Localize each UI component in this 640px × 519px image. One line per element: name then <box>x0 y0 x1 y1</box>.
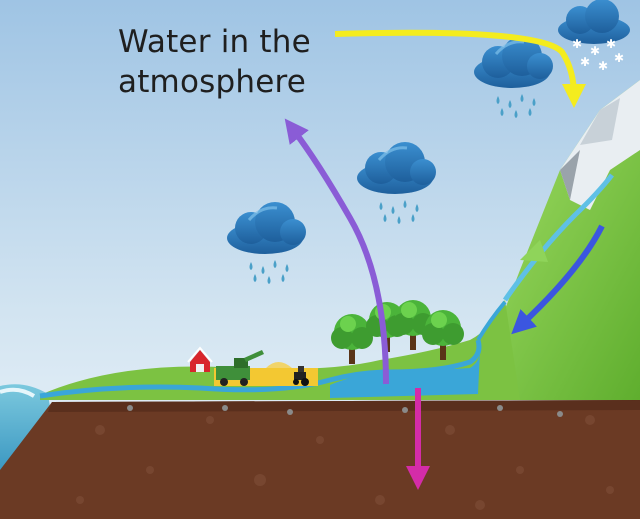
caption-line-2: atmosphere <box>118 64 306 100</box>
svg-text:✱: ✱ <box>572 37 582 51</box>
svg-text:✱: ✱ <box>590 44 600 58</box>
evaporation-arrow <box>284 118 389 385</box>
svg-text:✱: ✱ <box>580 55 590 69</box>
tractor-icon <box>293 366 309 386</box>
lake <box>330 350 480 398</box>
barn-icon <box>187 346 213 372</box>
caption-line-1: Water in the <box>118 24 311 60</box>
svg-text:✱: ✱ <box>598 59 608 73</box>
harvester-icon <box>216 350 264 386</box>
river <box>39 339 482 399</box>
svg-text:✱: ✱ <box>606 37 616 51</box>
atmosphere-caption: Water in the atmosphere <box>118 22 338 102</box>
soil-pebbles <box>127 405 563 417</box>
svg-text:✱: ✱ <box>614 51 624 65</box>
precipitation-arrow <box>334 29 586 108</box>
soil-rocks <box>76 415 614 510</box>
runoff-arrow <box>511 224 605 335</box>
soil-layer <box>0 400 640 519</box>
snow-cloud-icon: ✱✱✱ ✱✱✱ <box>558 0 630 73</box>
